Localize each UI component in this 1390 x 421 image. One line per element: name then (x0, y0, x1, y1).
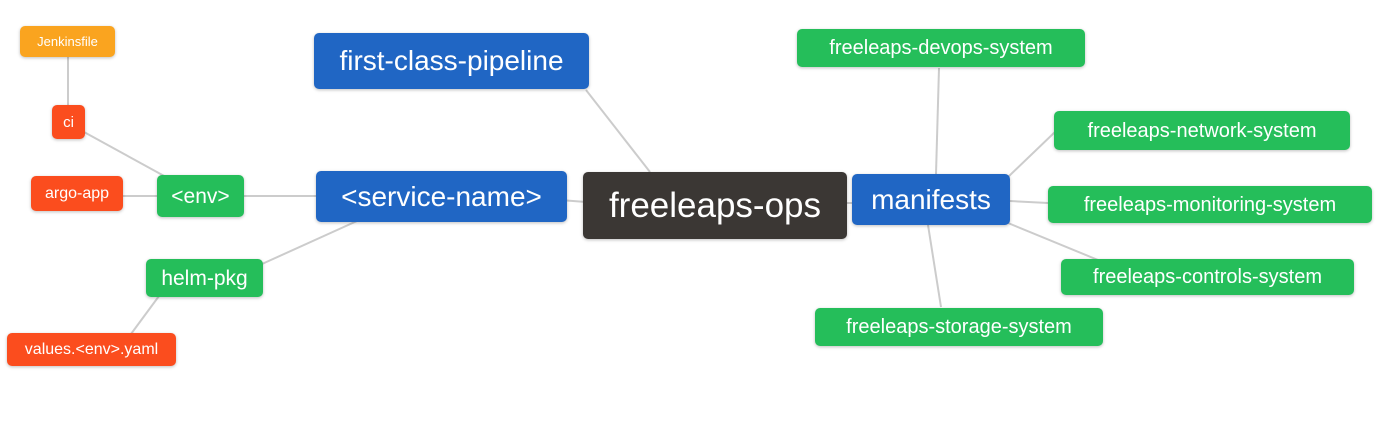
node-helm-pkg[interactable]: helm-pkg (146, 259, 263, 297)
node-freeleaps-network-system[interactable]: freeleaps-network-system (1054, 111, 1350, 150)
node-first-class-pipeline[interactable]: first-class-pipeline (314, 33, 589, 89)
edge-manifests-monitoring (1009, 200, 1049, 204)
edge-helm-pkg-values (130, 295, 160, 335)
edge-manifests-storage (927, 224, 942, 308)
node-freeleaps-storage-system[interactable]: freeleaps-storage-system (815, 308, 1103, 346)
node-ci[interactable]: ci (52, 105, 85, 139)
edge-pipeline-root (585, 89, 651, 173)
node-freeleaps-controls-system[interactable]: freeleaps-controls-system (1061, 259, 1354, 295)
node-env[interactable]: <env> (157, 175, 244, 217)
node-jenkinsfile[interactable]: Jenkinsfile (20, 26, 115, 57)
node-argo-app[interactable]: argo-app (31, 176, 123, 211)
node-service-name[interactable]: <service-name> (316, 171, 567, 222)
node-freeleaps-devops-system[interactable]: freeleaps-devops-system (797, 29, 1085, 67)
edge-manifests-controls (1007, 222, 1099, 261)
node-freeleaps-ops-root[interactable]: freeleaps-ops (583, 172, 847, 239)
edge-manifests-network (1006, 130, 1057, 179)
node-values-env-yaml[interactable]: values.<env>.yaml (7, 333, 176, 366)
edge-manifests-devops (935, 67, 940, 175)
edge-ci-env (83, 131, 167, 178)
node-manifests[interactable]: manifests (852, 174, 1010, 225)
node-freeleaps-monitoring-system[interactable]: freeleaps-monitoring-system (1048, 186, 1372, 223)
edge-service-name-helm-pkg (261, 220, 358, 265)
